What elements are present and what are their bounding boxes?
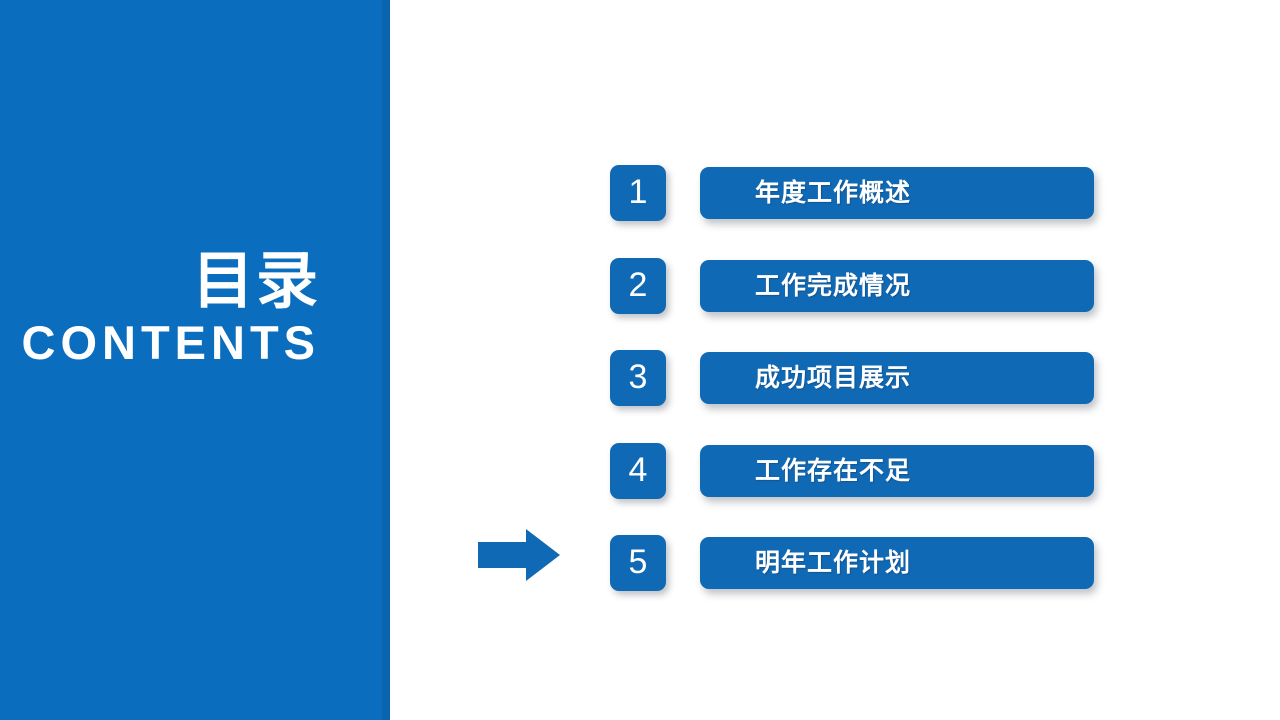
agenda-item-button[interactable]: 成功项目展示 <box>700 352 1094 404</box>
agenda-item-label: 成功项目展示 <box>755 363 912 392</box>
left-title-panel: 目录 CONTENTS <box>0 0 390 720</box>
page-title-en: CONTENTS <box>21 316 320 369</box>
page-title: 目录 CONTENTS <box>20 248 320 370</box>
arrow-right-icon <box>478 529 560 581</box>
list-item[interactable]: 1 年度工作概述 <box>610 165 1094 221</box>
agenda-item-button[interactable]: 工作存在不足 <box>700 445 1094 497</box>
list-item[interactable]: 3 成功项目展示 <box>610 350 1094 406</box>
agenda-number: 2 <box>628 266 648 304</box>
agenda-item-button[interactable]: 明年工作计划 <box>700 537 1094 589</box>
agenda-number: 4 <box>628 451 648 489</box>
agenda-number: 5 <box>628 543 648 581</box>
panel-edge-stripe <box>382 0 390 720</box>
agenda-item-label: 明年工作计划 <box>755 548 912 577</box>
agenda-item-label: 工作存在不足 <box>755 456 912 485</box>
agenda-item-label: 工作完成情况 <box>755 271 912 300</box>
page-title-cn: 目录 <box>191 244 320 317</box>
list-item[interactable]: 2 工作完成情况 <box>610 258 1094 314</box>
agenda-number-badge[interactable]: 3 <box>610 350 666 406</box>
list-item[interactable]: 4 工作存在不足 <box>610 443 1094 499</box>
agenda-number: 1 <box>628 173 648 211</box>
agenda-number: 3 <box>628 358 648 396</box>
agenda-item-button[interactable]: 年度工作概述 <box>700 167 1094 219</box>
agenda-number-badge[interactable]: 5 <box>610 535 666 591</box>
agenda-item-button[interactable]: 工作完成情况 <box>700 260 1094 312</box>
agenda-item-label: 年度工作概述 <box>755 178 912 207</box>
list-item[interactable]: 5 明年工作计划 <box>610 535 1094 591</box>
agenda-number-badge[interactable]: 4 <box>610 443 666 499</box>
agenda-number-badge[interactable]: 1 <box>610 165 666 221</box>
agenda-number-badge[interactable]: 2 <box>610 258 666 314</box>
